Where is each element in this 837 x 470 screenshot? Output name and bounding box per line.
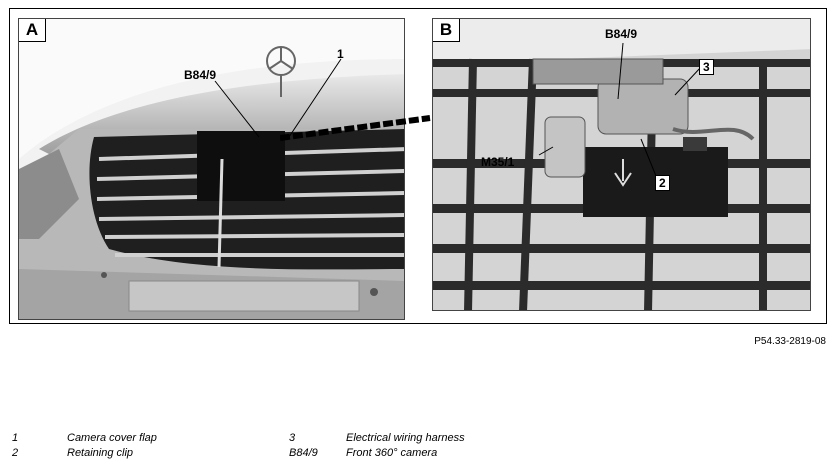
legend-key: 3 [289,432,296,444]
legend-key: 1 [12,432,19,444]
callout-1: 1 [337,47,344,61]
panel-a-image [19,19,404,319]
legend-text: Retaining clip [67,447,134,459]
callout-b849-a: B84/9 [184,68,217,82]
panel-b-image [433,19,810,310]
callout-m351: M35/1 [481,155,515,169]
callout-3: 3 [699,59,714,75]
panel-a-label: A [19,19,46,42]
zoom-connector [280,115,431,141]
callout-2: 2 [655,175,670,191]
panel-b-photo: B B84/9 3 M35/1 2 [432,18,811,311]
panel-b-label: B [433,19,460,42]
legend-text: Camera cover flap [67,432,157,444]
figure-id: P54.33-2819-08 [754,336,826,347]
panel-a-photo: A 1 B84/9 [18,18,405,320]
legend-key: B84/9 [289,447,318,459]
callout-b849-b: B84/9 [605,27,638,41]
legend-text: Electrical wiring harness [346,432,465,444]
legend-text: Front 360° camera [346,447,438,459]
legend-key: 2 [12,447,19,459]
